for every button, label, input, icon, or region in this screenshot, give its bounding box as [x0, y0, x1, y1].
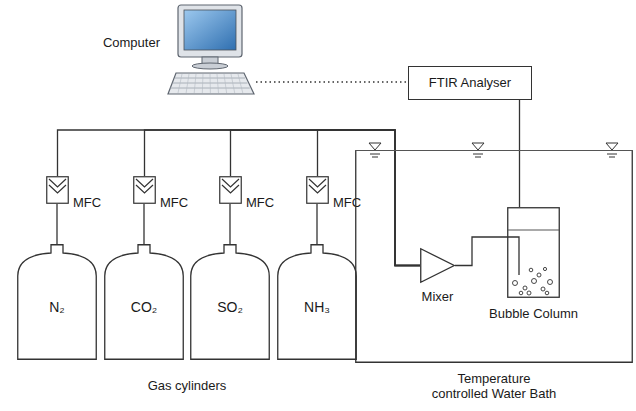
keyboard-key	[194, 74, 196, 93]
water-level-mark	[473, 154, 483, 155]
gas-bubble	[513, 281, 518, 286]
data-link	[256, 81, 408, 82]
node-label: Mixer	[422, 289, 454, 304]
valve-body	[220, 177, 242, 204]
mass-flow-controller: MFC	[133, 176, 156, 204]
node-label: CO₂	[104, 300, 184, 315]
keyboard-key	[217, 74, 219, 93]
gas-bubble	[527, 291, 531, 295]
mixer-triangle	[421, 249, 455, 283]
mass-flow-controller-shape	[219, 176, 242, 204]
node-label: Bubble Column	[489, 306, 578, 321]
gas-pipe	[316, 204, 317, 244]
keyboard-key	[202, 74, 204, 93]
group-label: Gas cylinders	[148, 378, 227, 393]
monitor-screen	[184, 10, 236, 50]
gas-bubble	[545, 291, 549, 295]
cylinder-outline	[18, 245, 97, 360]
gas-pipe	[143, 204, 144, 244]
gas-cylinder: N₂	[17, 244, 97, 360]
keyboard	[168, 73, 254, 94]
water-level-mark	[475, 157, 481, 158]
valve-chevron	[309, 185, 326, 193]
node-label: NH₃	[277, 300, 357, 315]
mixer-symbol: Mixer	[420, 248, 455, 283]
keyboard-key	[231, 74, 235, 93]
gas-bubble	[523, 286, 527, 290]
liquid-level	[508, 230, 559, 231]
node-label: MFC	[73, 195, 101, 210]
valve-chevron	[222, 179, 239, 187]
gas-bubble	[543, 267, 546, 270]
mass-flow-controller-shape	[133, 176, 156, 204]
computer-icon: Computer	[168, 3, 256, 98]
keyboard-key	[186, 74, 189, 93]
bubble-column: Bubble Column	[507, 207, 560, 298]
cylinder-outline	[191, 245, 270, 360]
mass-flow-controller: MFC	[306, 176, 329, 204]
node-label: Temperature controlled Water Bath	[429, 371, 559, 401]
water-level-mark	[606, 143, 618, 150]
valve-body	[307, 177, 329, 204]
valve-body	[47, 177, 69, 204]
cylinder-outline	[105, 245, 184, 360]
bubble-column-shape	[507, 207, 560, 298]
keyboard-key	[210, 74, 211, 93]
node-label: Computer	[103, 35, 160, 50]
monitor-frame	[178, 5, 242, 57]
monitor-base	[192, 63, 228, 69]
gas-bubble	[532, 279, 537, 284]
water-level-mark	[372, 157, 378, 158]
keyboard-key	[224, 74, 227, 93]
valve-body	[134, 177, 156, 204]
node-label: MFC	[246, 195, 274, 210]
gas-bubble	[519, 291, 523, 295]
box-outline	[409, 67, 532, 100]
tank-wall	[356, 150, 633, 362]
gas-pipe	[455, 237, 507, 266]
gas-cylinder: SO₂	[190, 244, 270, 360]
inlet-pipe	[507, 237, 519, 275]
water-surface	[355, 150, 633, 151]
keyboard-key	[178, 74, 182, 93]
water-level-mark	[370, 154, 380, 155]
mass-flow-controller-shape	[306, 176, 329, 204]
water-level-mark	[607, 154, 617, 155]
node-label: N₂	[17, 300, 97, 315]
valve-chevron	[136, 179, 153, 187]
valve-chevron	[309, 179, 326, 187]
water-level-mark	[369, 143, 381, 150]
column-outline	[508, 208, 560, 298]
water-bath-shape	[355, 150, 633, 363]
gas-cylinder: NH₃	[277, 244, 357, 360]
gas-pipe	[519, 100, 520, 207]
valve-chevron	[136, 185, 153, 193]
mass-flow-controller: MFC	[219, 176, 242, 204]
mass-flow-controller: MFC	[46, 176, 69, 204]
node-label: MFC	[160, 195, 188, 210]
keyboard-key	[238, 74, 243, 93]
mixer-symbol-shape	[420, 248, 455, 283]
node-label: SO₂	[190, 300, 270, 315]
gas-cylinder: CO₂	[104, 244, 184, 360]
gas-bubble	[529, 268, 533, 272]
node-label: MFC	[333, 195, 361, 210]
valve-chevron	[49, 185, 66, 193]
mass-flow-controller-shape	[46, 176, 69, 204]
gas-pipe	[229, 204, 230, 244]
water-level-mark	[472, 143, 484, 150]
water-bath: Temperature controlled Water BathMixerBu…	[355, 150, 633, 363]
gas-bubble	[537, 273, 541, 277]
analyser-box: FTIR Analyser	[408, 66, 532, 100]
node-label: FTIR Analyser	[408, 75, 532, 90]
valve-chevron	[222, 185, 239, 193]
gas-bubble	[541, 287, 545, 291]
computer-icon-shape	[168, 3, 256, 98]
water-level-mark	[609, 157, 615, 158]
gas-pipe	[56, 204, 57, 244]
gas-bubble	[548, 280, 553, 285]
valve-chevron	[49, 179, 66, 187]
cylinder-outline	[278, 245, 357, 360]
